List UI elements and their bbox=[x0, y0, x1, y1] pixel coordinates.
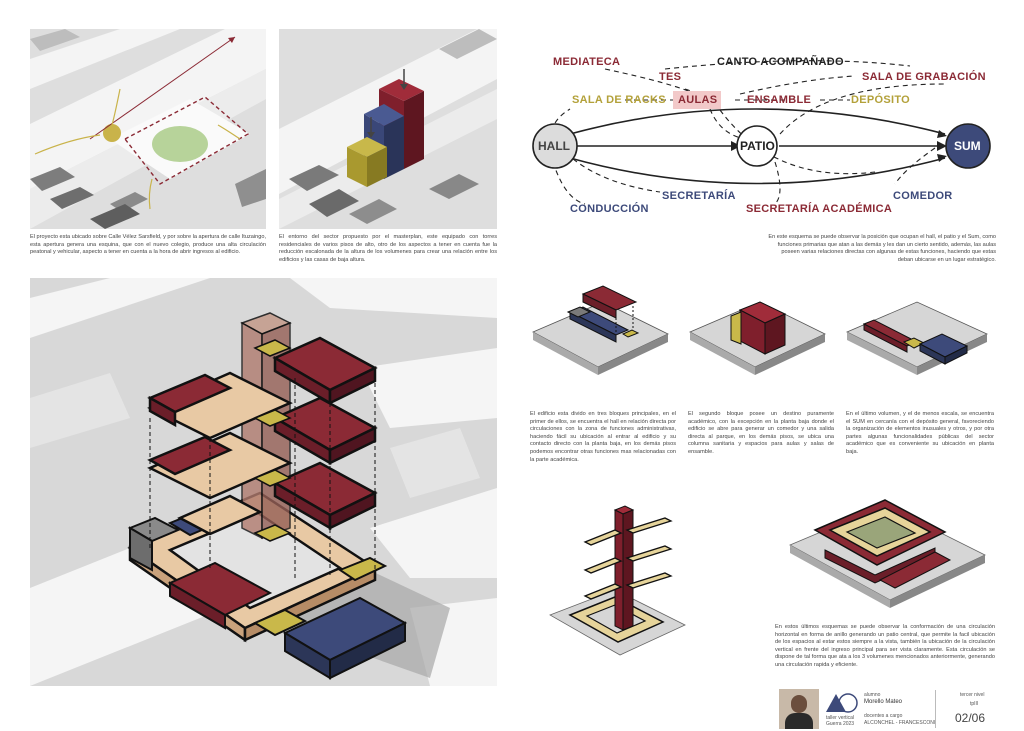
node-patio: PATIO bbox=[740, 139, 775, 153]
site-plan-drawing bbox=[30, 29, 266, 229]
block-3-drawing bbox=[846, 301, 988, 375]
node-sum: SUM bbox=[954, 139, 981, 153]
diagram-caption: En este esquema se puede observar la pos… bbox=[768, 234, 996, 263]
vertical-circulation-drawing bbox=[549, 505, 686, 656]
label-comedor: COMEDOR bbox=[893, 190, 953, 202]
workshop-line-1: taller vertical bbox=[826, 715, 855, 721]
ring-circulation-diagram bbox=[785, 490, 995, 620]
student-photo bbox=[779, 689, 819, 729]
footer-divider bbox=[935, 690, 936, 728]
tp-label: tpIII bbox=[970, 701, 979, 707]
relationship-diagram: HALL PATIO SUM MEDIATECA CANTO ACOMPAÑAD… bbox=[525, 44, 1000, 229]
main-axonometric-panel bbox=[30, 278, 497, 686]
block-2-drawing bbox=[689, 301, 826, 375]
label-deposito: DEPÓSITO bbox=[851, 94, 911, 106]
block-2-caption: El segundo bloque posee un destino puram… bbox=[688, 411, 834, 455]
page-number: 02/06 bbox=[955, 711, 986, 725]
ring-circulation-drawing bbox=[789, 499, 986, 608]
label-aulas: AULAS bbox=[678, 94, 718, 106]
block-2-diagram bbox=[685, 282, 830, 377]
label-conduccion: CONDUCCIÓN bbox=[570, 203, 649, 215]
workshop-line-2: Guerra 2023 bbox=[826, 721, 855, 727]
label-mediateca: MEDIATECA bbox=[553, 56, 621, 68]
block-1-diagram bbox=[528, 282, 673, 377]
block-3-diagram bbox=[842, 282, 992, 377]
site-caption: El proyecto esta ubicado sobre Calle Vél… bbox=[30, 234, 267, 256]
level-label: tercer nivel bbox=[960, 692, 985, 698]
label-racks: SALA DE RACKS bbox=[572, 94, 666, 106]
block-1-caption: El edificio esta divido en tres bloques … bbox=[530, 411, 676, 463]
docentes-names: ALCONCHEL - FRANCESCONI bbox=[864, 720, 936, 726]
docentes-label: docentes a cargo bbox=[864, 713, 903, 719]
label-secretaria: SECRETARÍA bbox=[662, 190, 736, 202]
main-axonometric-drawing bbox=[30, 278, 497, 686]
relationship-lines bbox=[532, 60, 991, 205]
label-secretaria-academica: SECRETARÍA ACADÉMICA bbox=[746, 203, 893, 215]
workshop-logo-icon bbox=[826, 693, 858, 713]
circulation-caption: En estos últimos esquemas se puede obser… bbox=[775, 624, 995, 668]
label-grabacion: SALA DE GRABACIÓN bbox=[862, 71, 986, 83]
context-panel bbox=[279, 29, 497, 229]
site-plan-panel bbox=[30, 29, 266, 229]
student-label: alumno bbox=[864, 692, 881, 698]
node-hall: HALL bbox=[538, 139, 570, 153]
context-caption: El entorno del sector propuesto por el m… bbox=[279, 234, 497, 263]
label-tes: TES bbox=[659, 71, 682, 83]
label-ensamble: ENSAMBLE bbox=[747, 94, 812, 106]
workshop-logo bbox=[824, 692, 860, 714]
label-canto: CANTO ACOMPAÑADO bbox=[717, 56, 844, 68]
student-name: Morello Mateo bbox=[864, 699, 903, 705]
block-1-drawing bbox=[532, 285, 669, 375]
context-drawing bbox=[279, 29, 497, 229]
vertical-circulation-diagram bbox=[545, 490, 690, 660]
block-3-caption: En el último volumen, y el de menos esca… bbox=[846, 411, 994, 455]
